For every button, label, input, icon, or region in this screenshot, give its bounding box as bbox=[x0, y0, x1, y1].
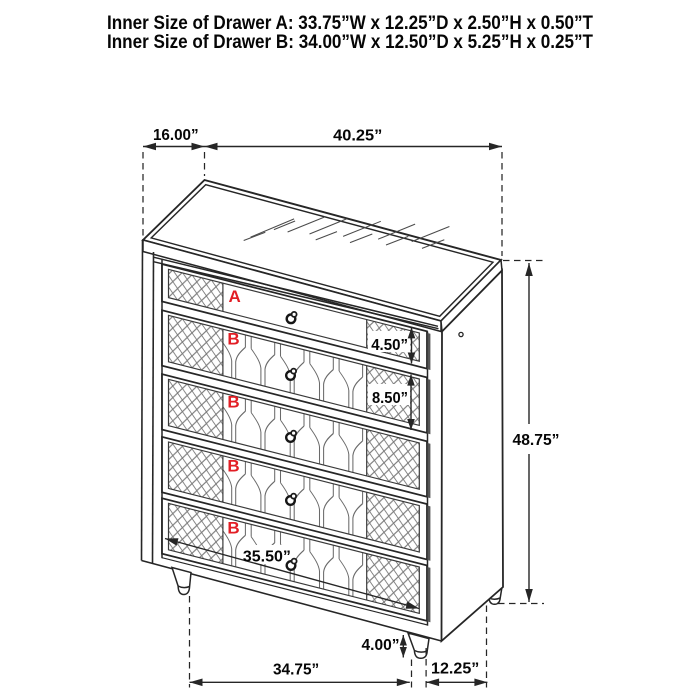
svg-text:35.50”: 35.50” bbox=[243, 549, 291, 566]
svg-text:B: B bbox=[227, 456, 239, 475]
svg-text:B: B bbox=[227, 330, 239, 349]
svg-text:A: A bbox=[229, 287, 241, 306]
svg-text:16.00”: 16.00” bbox=[153, 127, 199, 144]
svg-text:48.75”: 48.75” bbox=[513, 432, 560, 449]
svg-text:Inner Size of Drawer B: 34.00”: Inner Size of Drawer B: 34.00”W x 12.50”… bbox=[107, 32, 593, 53]
svg-text:34.75”: 34.75” bbox=[273, 662, 319, 679]
svg-text:12.25”: 12.25” bbox=[431, 661, 479, 678]
svg-text:B: B bbox=[227, 393, 239, 412]
svg-text:4.00”: 4.00” bbox=[362, 637, 400, 654]
svg-text:40.25”: 40.25” bbox=[333, 127, 382, 144]
svg-text:4.50”: 4.50” bbox=[371, 337, 408, 354]
svg-text:Inner Size of Drawer A: 33.75”: Inner Size of Drawer A: 33.75”W x 12.25”… bbox=[107, 13, 593, 34]
svg-text:B: B bbox=[227, 518, 239, 537]
svg-text:8.50”: 8.50” bbox=[372, 390, 408, 407]
